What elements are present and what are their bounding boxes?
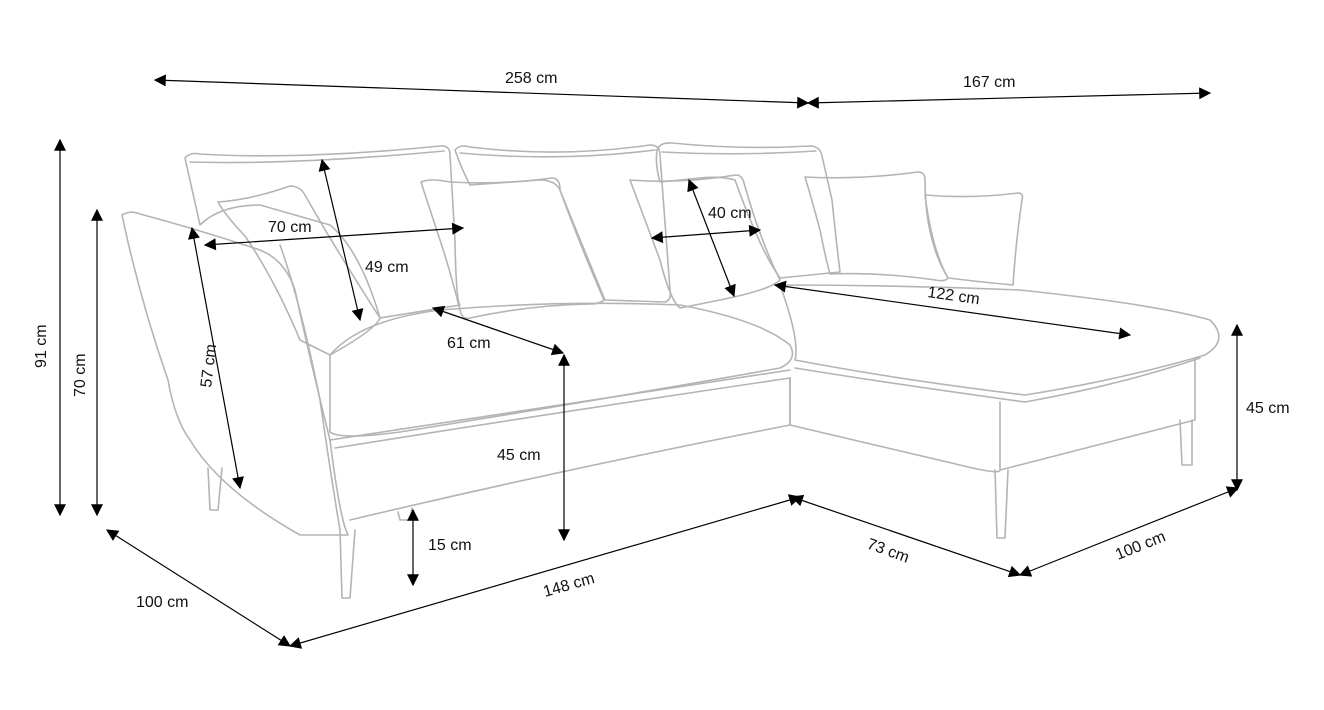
dim-line-258 (153, 74, 810, 109)
seat-edge (329, 369, 791, 441)
label-pillow-height: 49 cm (365, 259, 409, 276)
leg-back-left (207, 467, 223, 511)
pillow-left (217, 185, 381, 356)
pillow-small (629, 174, 781, 309)
label-leg-height: 15 cm (428, 537, 472, 554)
leg-chaise-front (994, 469, 1009, 539)
back-cushion-3-seam (661, 150, 817, 155)
dim-line-122 (773, 280, 1132, 340)
chaise-seat (779, 284, 1220, 396)
seat-cushion (329, 302, 794, 437)
label-sofa-depth: 100 cm (136, 594, 188, 611)
label-small-pillow: 40 cm (708, 205, 752, 222)
dim-line-57 (188, 226, 244, 490)
label-total-height: 91 cm (33, 324, 50, 368)
dim-line-40-h (650, 224, 762, 244)
back-cushion-3 (655, 142, 841, 279)
leg-chaise-back (1179, 419, 1193, 466)
label-armrest-height: 70 cm (72, 353, 89, 397)
dim-line-73 (790, 494, 1022, 578)
dim-line-100-left (105, 529, 292, 647)
pillow-right (804, 171, 949, 282)
sofa-base (334, 377, 791, 521)
dim-line-100-right (1018, 486, 1240, 577)
label-pillow-width: 70 cm (268, 219, 312, 236)
chaise-edge (794, 357, 1201, 403)
dim-line-49 (318, 158, 364, 322)
label-armrest-depth: 57 cm (198, 343, 220, 388)
label-chaise-height: 45 cm (1246, 400, 1290, 417)
dimension-labels: 258 cm 167 cm 70 cm 49 cm 40 cm 122 cm 9… (33, 70, 1290, 611)
armrest-inner-line (279, 244, 341, 531)
pillow-center (420, 177, 605, 320)
sofa-drawing (121, 142, 1220, 599)
leg-front-left (339, 529, 356, 599)
label-seat-height: 45 cm (497, 447, 541, 464)
dim-line-167 (806, 87, 1212, 109)
chaise-base (789, 359, 1196, 473)
label-total-width: 258 cm (505, 70, 557, 87)
dimension-lines (54, 74, 1243, 649)
back-cushion-1-seam (189, 150, 445, 164)
pillow-far-right (924, 192, 1024, 286)
label-chaise-depth: 100 cm (1113, 528, 1168, 563)
back-cushion-1 (184, 145, 461, 319)
back-cushion-2 (454, 144, 672, 303)
dim-line-70-pillow (203, 222, 465, 251)
dim-line-40-v (687, 178, 736, 298)
back-cushion-2-seam (459, 149, 656, 158)
leg-middle (397, 507, 413, 521)
label-chaise-front: 73 cm (865, 536, 912, 567)
dim-line-61 (431, 305, 565, 356)
dim-line-148 (288, 494, 802, 649)
label-seat-depth: 61 cm (447, 335, 491, 352)
label-chaise-length: 167 cm (963, 74, 1015, 91)
label-front-length: 148 cm (541, 570, 596, 601)
